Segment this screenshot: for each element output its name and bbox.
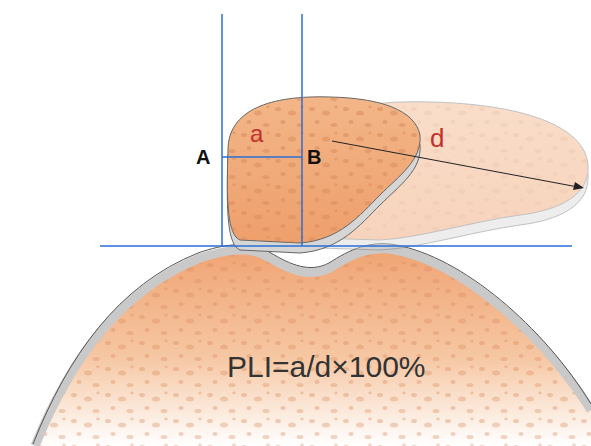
point-label: B <box>307 147 321 167</box>
width-label: d <box>430 125 444 151</box>
formula-label: PLI=a/d×100% <box>227 352 426 382</box>
point-label: A <box>196 147 210 167</box>
distance-label: a <box>250 122 263 146</box>
